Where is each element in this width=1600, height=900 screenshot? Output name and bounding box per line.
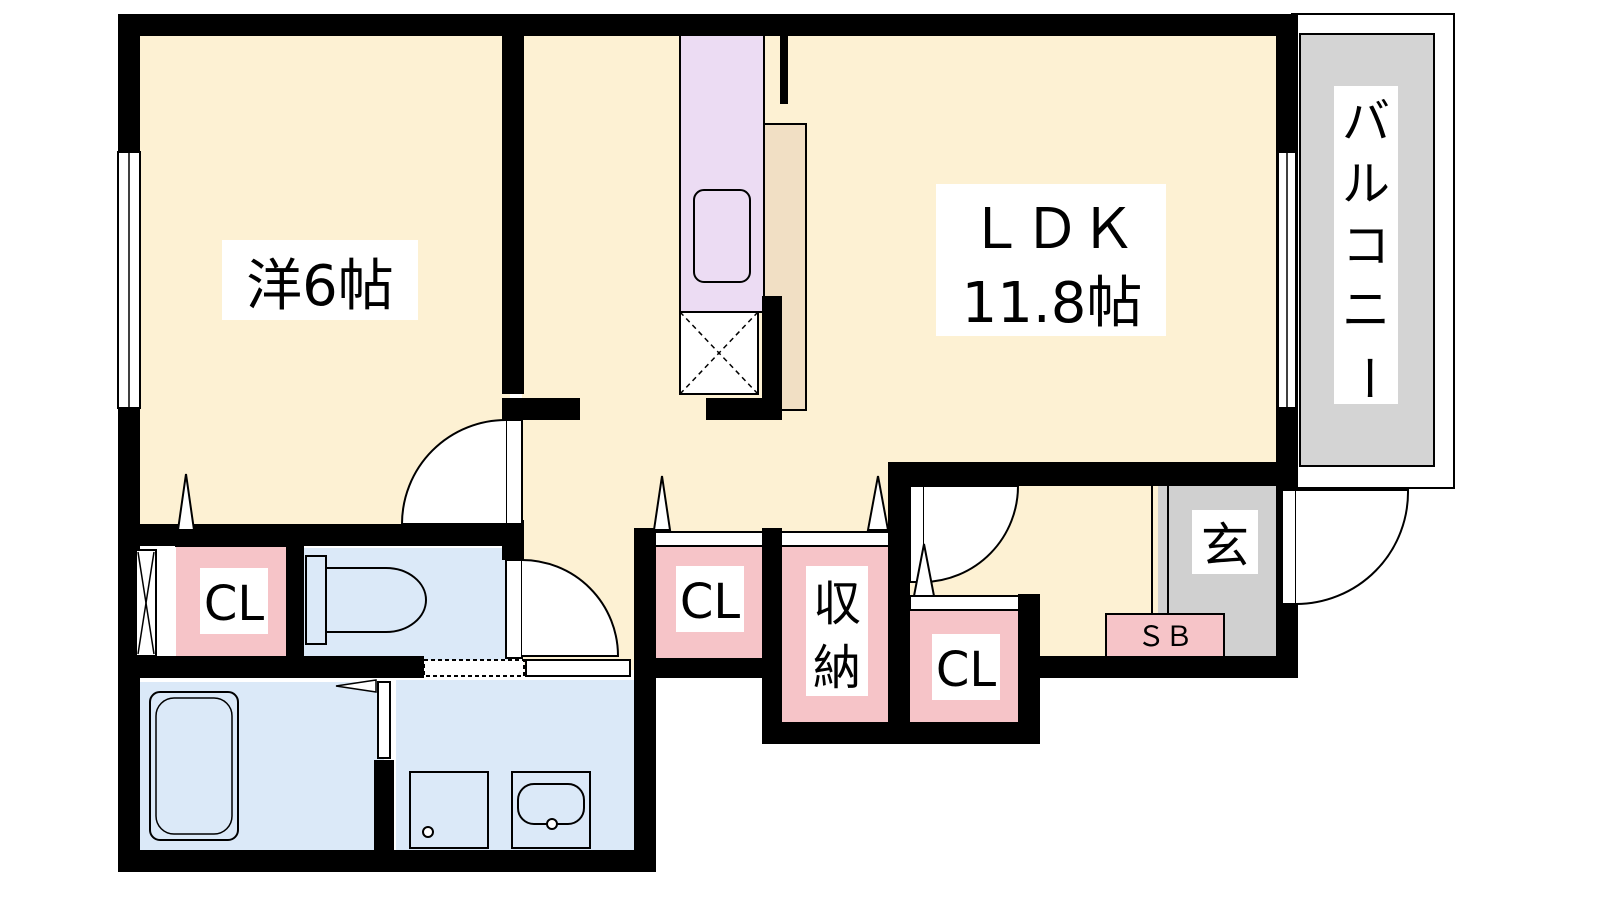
doors [400, 419, 1410, 659]
rail [909, 595, 1023, 611]
balcony-char-4: ニ [1342, 282, 1390, 338]
washer-space [409, 771, 489, 849]
fixtures [149, 555, 591, 849]
wash-basin-drain [546, 818, 558, 830]
kitchen [679, 33, 807, 411]
ldk-size-label: 11.8帖 [962, 271, 1143, 336]
fridge-cross [679, 311, 759, 395]
kitchen-sink [693, 189, 751, 283]
storage-label-1: 収 [813, 576, 861, 632]
door-swing-hall [923, 485, 1020, 583]
opening-wash [525, 659, 631, 677]
closet-label-entrance: CL [936, 642, 997, 698]
bath-door [377, 681, 391, 759]
labels: 洋6帖 ＬＤＫ 11.8帖 バ ル コ ニ ー 玄 ＳＢ CL CL CL 収 … [200, 86, 1398, 700]
rail [651, 531, 765, 547]
balcony-char-1: バ [1342, 94, 1390, 150]
balcony-char-5: ー [1340, 354, 1396, 402]
closet-label-western: CL [204, 576, 265, 632]
balcony-char-3: コ [1342, 218, 1390, 274]
wash-basin [517, 783, 585, 825]
entrance-label: 玄 [1201, 518, 1249, 574]
bathtub-inner [155, 697, 233, 835]
door-swing-front [1295, 489, 1410, 605]
washer-drain [422, 826, 434, 838]
closet-markers [176, 473, 936, 597]
bath-door-marker [335, 679, 377, 693]
shoebox-label: ＳＢ [1137, 620, 1193, 653]
toilet-bowl [325, 567, 427, 633]
balcony-char-2: ル [1342, 156, 1390, 212]
shoebox [1105, 613, 1225, 659]
western-room-label: 洋6帖 [246, 254, 394, 319]
closet-label-hall: CL [680, 574, 741, 630]
windows [117, 151, 1297, 677]
door-swing-toilet [521, 559, 620, 657]
walls [118, 14, 1298, 872]
door-swing-western [400, 419, 507, 525]
storage-label-2: 納 [813, 640, 861, 696]
rail [779, 531, 893, 547]
toilet-tank [305, 555, 327, 645]
ldk-label: ＬＤＫ [968, 197, 1136, 262]
window-bath [423, 659, 525, 677]
ldk-floor [522, 32, 1280, 472]
